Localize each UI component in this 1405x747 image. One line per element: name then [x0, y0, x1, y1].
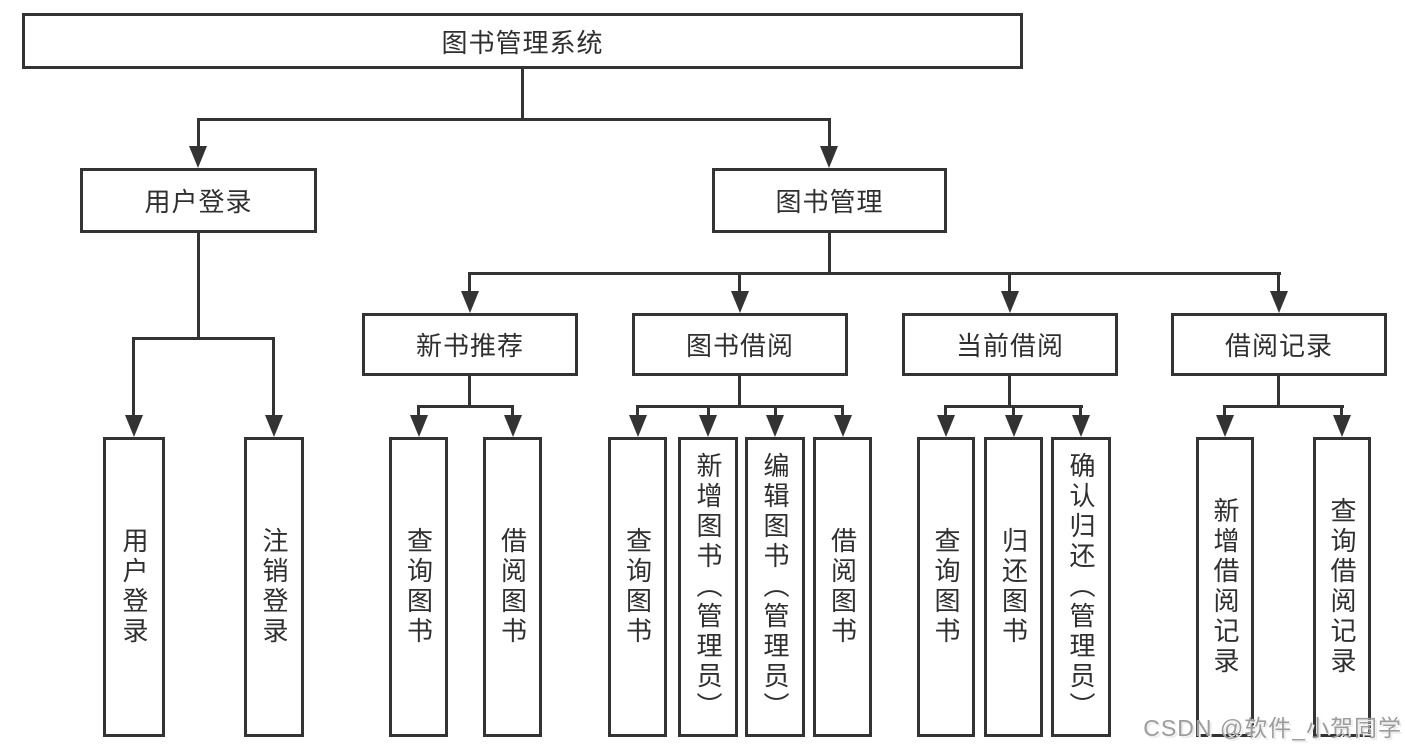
- node-label: 图书借阅: [685, 331, 794, 361]
- leaf-edit-books-admin: 编辑图书（管理员）: [745, 437, 805, 737]
- leaf-confirm-return-admin: 确认归还（管理员）: [1051, 437, 1111, 737]
- arrow-down-icon: [699, 415, 717, 437]
- node-user-login: 用户登录: [80, 168, 317, 233]
- connector-line: [636, 405, 639, 417]
- connector-line: [1223, 405, 1226, 417]
- connector-line: [1012, 405, 1015, 417]
- leaf-user-login: 用户登录: [103, 437, 165, 737]
- leaf-label: 注销登录: [259, 527, 289, 647]
- connector-line: [1223, 405, 1344, 408]
- csdn-watermark: CSDN @软件_小贺同学: [1143, 715, 1402, 741]
- connector-line: [197, 233, 200, 339]
- leaf-logout: 注销登录: [244, 437, 304, 737]
- connector-line: [774, 405, 777, 417]
- connector-line: [1277, 376, 1280, 408]
- connector-line: [132, 337, 275, 340]
- leaf-add-books-admin: 新增图书（管理员）: [678, 437, 738, 737]
- connector-line: [738, 272, 741, 293]
- node-label: 用户登录: [144, 187, 253, 217]
- connector-line: [1008, 272, 1011, 293]
- arrow-down-icon: [1072, 415, 1090, 437]
- connector-line: [1079, 405, 1082, 417]
- leaf-label: 确认归还（管理员）: [1066, 452, 1096, 722]
- node-label: 图书管理系统: [441, 27, 604, 58]
- connector-line: [1340, 405, 1343, 417]
- arrow-down-icon: [629, 415, 647, 437]
- connector-line: [511, 405, 514, 417]
- leaf-label: 新增图书（管理员）: [693, 452, 723, 722]
- connector-line: [468, 272, 471, 293]
- connector-line: [636, 405, 844, 408]
- connector-line: [468, 376, 471, 408]
- arrow-down-icon: [461, 291, 479, 313]
- leaf-label: 新增借阅记录: [1210, 497, 1240, 677]
- arrow-down-icon: [937, 415, 955, 437]
- arrow-down-icon: [1333, 415, 1351, 437]
- node-label: 新书推荐: [415, 331, 524, 361]
- arrow-down-icon: [265, 415, 283, 437]
- node-label: 当前借阅: [955, 331, 1064, 361]
- node-book-management: 图书管理: [712, 168, 947, 233]
- leaf-borrow-books-recommend: 借阅图书: [483, 437, 542, 737]
- arrow-down-icon: [410, 415, 428, 437]
- leaf-label: 编辑图书（管理员）: [760, 452, 790, 722]
- leaf-label: 用户登录: [119, 527, 149, 647]
- connector-line: [197, 118, 831, 121]
- node-library-management-system: 图书管理系统: [22, 13, 1023, 69]
- arrow-down-icon: [834, 415, 852, 437]
- arrow-down-icon: [1001, 291, 1019, 313]
- arrow-down-icon: [1270, 291, 1288, 313]
- arrow-down-icon: [189, 146, 207, 168]
- leaf-label: 查询图书: [931, 527, 961, 647]
- arrow-down-icon: [504, 415, 522, 437]
- node-book-borrowing: 图书借阅: [632, 313, 848, 376]
- connector-line: [468, 272, 1281, 275]
- leaf-label: 查询图书: [403, 527, 434, 647]
- leaf-return-books: 归还图书: [984, 437, 1043, 737]
- leaf-query-books-recommend: 查询图书: [389, 437, 448, 737]
- connector-line: [272, 337, 275, 417]
- connector-line: [1008, 376, 1011, 408]
- node-new-book-recommend: 新书推荐: [362, 313, 578, 376]
- node-borrowing-records: 借阅记录: [1171, 313, 1387, 376]
- connector-line: [197, 118, 200, 148]
- connector-line: [828, 118, 831, 148]
- node-label: 借阅记录: [1224, 331, 1333, 361]
- leaf-borrow-books-borrowing: 借阅图书: [813, 437, 872, 737]
- connector-line: [738, 376, 741, 408]
- leaf-label: 借阅图书: [497, 527, 528, 647]
- connector-line: [132, 337, 135, 417]
- arrow-down-icon: [766, 415, 784, 437]
- leaf-label: 借阅图书: [827, 527, 858, 647]
- node-label: 图书管理: [775, 187, 884, 217]
- leaf-add-borrow-record: 新增借阅记录: [1196, 437, 1254, 737]
- arrow-down-icon: [1216, 415, 1234, 437]
- connector-line: [417, 405, 514, 408]
- connector-line: [828, 233, 831, 275]
- arrow-down-icon: [731, 291, 749, 313]
- arrow-down-icon: [125, 415, 143, 437]
- arrow-down-icon: [1005, 415, 1023, 437]
- connector-line: [841, 405, 844, 417]
- leaf-label: 归还图书: [998, 527, 1029, 647]
- leaf-label: 查询借阅记录: [1327, 497, 1357, 677]
- connector-line: [521, 69, 524, 118]
- connector-line: [1277, 272, 1280, 293]
- leaf-label: 查询图书: [622, 527, 653, 647]
- leaf-query-books-borrowing: 查询图书: [608, 437, 667, 737]
- node-current-borrowing: 当前借阅: [902, 313, 1118, 376]
- connector-line: [417, 405, 420, 417]
- arrow-down-icon: [820, 146, 838, 168]
- leaf-query-borrow-record: 查询借阅记录: [1313, 437, 1371, 737]
- leaf-query-books-current: 查询图书: [917, 437, 975, 737]
- connector-line: [944, 405, 947, 417]
- connector-line: [707, 405, 710, 417]
